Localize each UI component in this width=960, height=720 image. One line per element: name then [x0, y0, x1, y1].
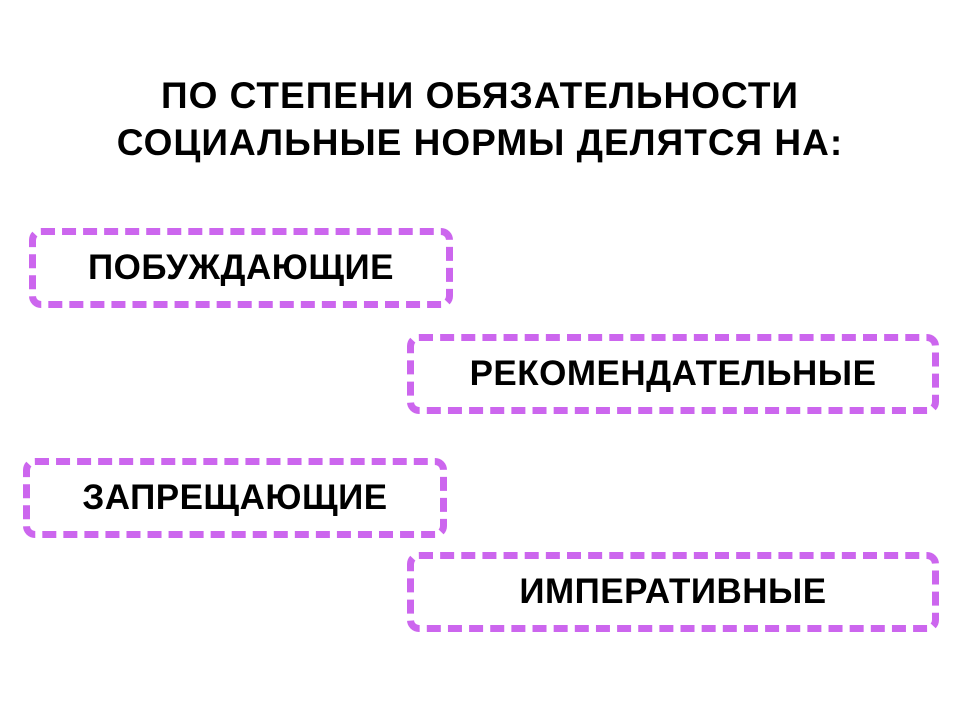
- title-line-1: ПО СТЕПЕНИ ОБЯЗАТЕЛЬНОСТИ: [160, 75, 800, 116]
- category-box-imperative: ИМПЕРАТИВНЫЕ: [407, 552, 939, 632]
- category-label: ИМПЕРАТИВНЫЕ: [519, 572, 827, 611]
- slide-title: ПО СТЕПЕНИ ОБЯЗАТЕЛЬНОСТИ СОЦИАЛЬНЫЕ НОР…: [60, 72, 900, 166]
- category-label: РЕКОМЕНДАТЕЛЬНЫЕ: [469, 354, 877, 393]
- category-box-prohibiting: ЗАПРЕЩАЮЩИЕ: [23, 458, 447, 538]
- category-label: ПОБУЖДАЮЩИЕ: [87, 248, 395, 287]
- category-label: ЗАПРЕЩАЮЩИЕ: [82, 478, 388, 517]
- title-line-2: СОЦИАЛЬНЫЕ НОРМЫ ДЕЛЯТСЯ НА:: [116, 122, 844, 163]
- category-box-recommendatory: РЕКОМЕНДАТЕЛЬНЫЕ: [407, 334, 939, 414]
- category-box-encouraging: ПОБУЖДАЮЩИЕ: [29, 228, 453, 308]
